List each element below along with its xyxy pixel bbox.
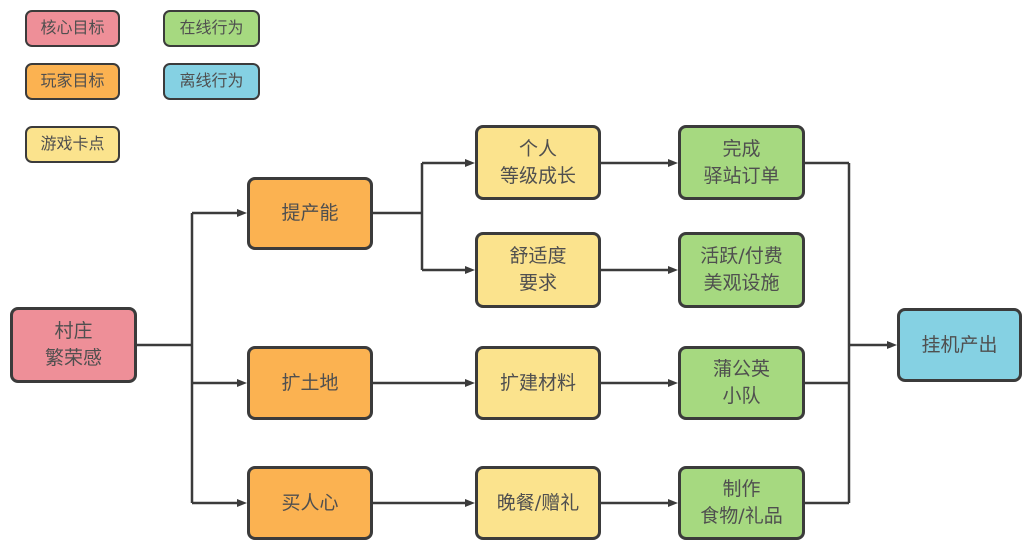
node-make-food-gifts: 制作 食物/礼品 xyxy=(678,466,805,540)
node-comfort-requirement: 舒适度 要求 xyxy=(475,232,601,308)
node-dandelion-team: 蒲公英 小队 xyxy=(678,346,805,420)
legend-online-behavior: 在线行为 xyxy=(163,10,260,47)
node-idle-output: 挂机产出 xyxy=(897,308,1022,382)
node-win-hearts: 买人心 xyxy=(247,466,373,540)
legend-player-goal: 玩家目标 xyxy=(25,63,120,100)
legend-core-goal: 核心目标 xyxy=(25,10,120,47)
node-active-paid-facilities: 活跃/付费 美观设施 xyxy=(678,232,805,308)
legend-game-gate: 游戏卡点 xyxy=(25,126,120,163)
node-dinner-gifts: 晚餐/赠礼 xyxy=(475,466,601,540)
node-complete-station-orders: 完成 驿站订单 xyxy=(678,125,805,200)
node-expand-land: 扩土地 xyxy=(247,346,373,420)
node-expansion-materials: 扩建材料 xyxy=(475,346,601,420)
node-increase-capacity: 提产能 xyxy=(247,177,373,250)
node-personal-level-growth: 个人 等级成长 xyxy=(475,125,601,200)
legend-offline-behavior: 离线行为 xyxy=(163,63,260,100)
node-village-prosperity: 村庄 繁荣感 xyxy=(10,307,137,383)
